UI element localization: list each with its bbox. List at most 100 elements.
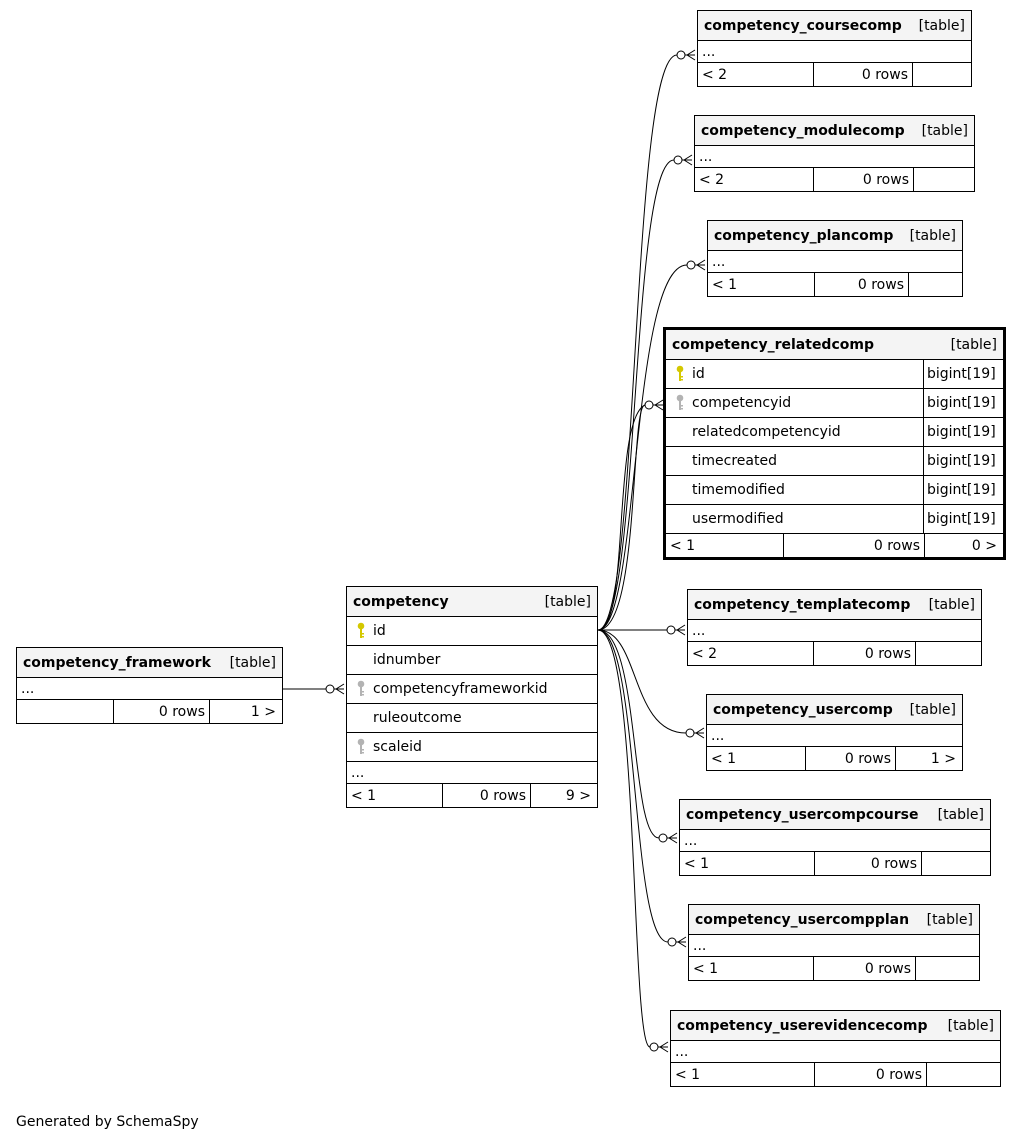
children-count: 9 > [565,787,591,804]
row-count: 0 rows [814,63,913,86]
table-name: competency_templatecomp [694,596,911,613]
column-name: idnumber [373,652,441,668]
ellipsis-row: ... [698,40,971,62]
table-name: competency_framework [23,654,211,671]
children-count [913,63,971,86]
table-kind: [table] [544,593,591,610]
row-count: 0 rows [814,957,916,980]
table-kind: [table] [918,17,965,34]
parents-count: < 2 [698,63,814,86]
primary-key-icon [670,365,690,383]
crows-foot-usercomp [685,727,705,739]
table-name: competency_userevidencecomp [677,1017,928,1034]
table-name: competency_coursecomp [704,17,902,34]
table-competency-userevidencecomp[interactable]: competency_userevidencecomp [table] ... <… [670,1010,1001,1087]
column-name: scaleid [373,739,422,755]
ellipsis-row: ... [671,1040,1000,1062]
row-count: 0 rows [784,534,925,557]
ellipsis-row: ... [347,761,597,783]
column-name: competencyid [692,395,792,411]
table-competency-framework[interactable]: competency_framework [table] ... 0 rows 1 … [16,647,283,724]
parents-count: < 1 [671,1063,815,1086]
crows-foot-templatecomp [666,624,686,636]
table-name: competency_usercomp [713,701,893,718]
column-type: bigint[19] [927,395,996,411]
primary-key-icon [351,622,371,640]
generated-by-footer: Generated by SchemaSpy [16,1114,199,1130]
children-count: 1 > [250,703,276,720]
table-name: competency_usercompcourse [686,806,919,823]
row-count: 0 rows [814,168,914,191]
table-kind: [table] [926,911,973,928]
ellipsis-row: ... [688,619,981,641]
parents-count: < 1 [666,534,784,557]
parents-count [17,700,114,723]
crows-foot-usercompcourse [658,832,678,844]
children-count [916,957,979,980]
column-name: competencyframeworkid [373,681,548,697]
foreign-key-icon [351,738,371,756]
table-name: competency_relatedcomp [672,336,874,353]
table-kind: [table] [909,227,956,244]
row-count: 0 rows [815,1063,927,1086]
table-competency[interactable]: competency[table] id idnumber competency… [346,586,598,808]
row-count: 0 rows [443,784,531,807]
ellipsis-row: ... [708,250,962,272]
table-name: competency_usercompplan [695,911,910,928]
children-count: 1 > [930,750,956,767]
row-count: 0 rows [114,700,210,723]
crows-foot-plancomp [686,259,706,271]
row-count: 0 rows [815,273,909,296]
table-name: competency_modulecomp [701,122,905,139]
table-kind: [table] [921,122,968,139]
column-type: bigint[19] [927,453,996,469]
children-count [909,273,962,296]
table-name: competency_plancomp [714,227,894,244]
column-name: timecreated [692,453,777,469]
ellipsis-row: ... [17,677,282,699]
parents-count: < 2 [688,642,814,665]
ellipsis-row: ... [680,829,990,851]
crows-foot-userevidencecomp [649,1041,669,1053]
crows-foot-relatedcomp [644,399,664,411]
column-type: bigint[19] [927,366,996,382]
crows-foot-modulecomp [673,154,693,166]
row-count: 0 rows [815,852,922,875]
table-kind: [table] [937,806,984,823]
children-count: 0 > [971,537,997,554]
column-name: usermodified [692,511,784,527]
relationship-line-userevidencecomp [597,629,651,1048]
children-count [922,852,990,875]
foreign-key-icon [351,680,371,698]
column-name: ruleoutcome [373,710,462,726]
relationship-line-usercompplan [597,629,669,943]
column-type: bigint[19] [927,482,996,498]
children-count [916,642,981,665]
column-name: timemodified [692,482,785,498]
relationship-line-relatedcomp-2 [597,404,646,631]
children-count [914,168,974,191]
table-competency-usercompcourse[interactable]: competency_usercompcourse[table] ... < 1… [679,799,991,876]
crows-foot-framework [325,683,345,695]
table-kind: [table] [928,596,975,613]
row-count: 0 rows [814,642,916,665]
table-kind: [table] [947,1017,994,1034]
table-kind: [table] [229,654,276,671]
crows-foot-usercompplan [667,936,687,948]
relationship-line-relatedcomp [597,404,646,631]
table-kind: [table] [909,701,956,718]
parents-count: < 1 [689,957,814,980]
row-count: 0 rows [806,747,896,770]
children-count [927,1063,1000,1086]
relationship-line-usercompcourse [597,629,660,839]
ellipsis-row: ... [707,724,962,746]
column-type: bigint[19] [927,424,996,440]
parents-count: < 1 [347,784,443,807]
